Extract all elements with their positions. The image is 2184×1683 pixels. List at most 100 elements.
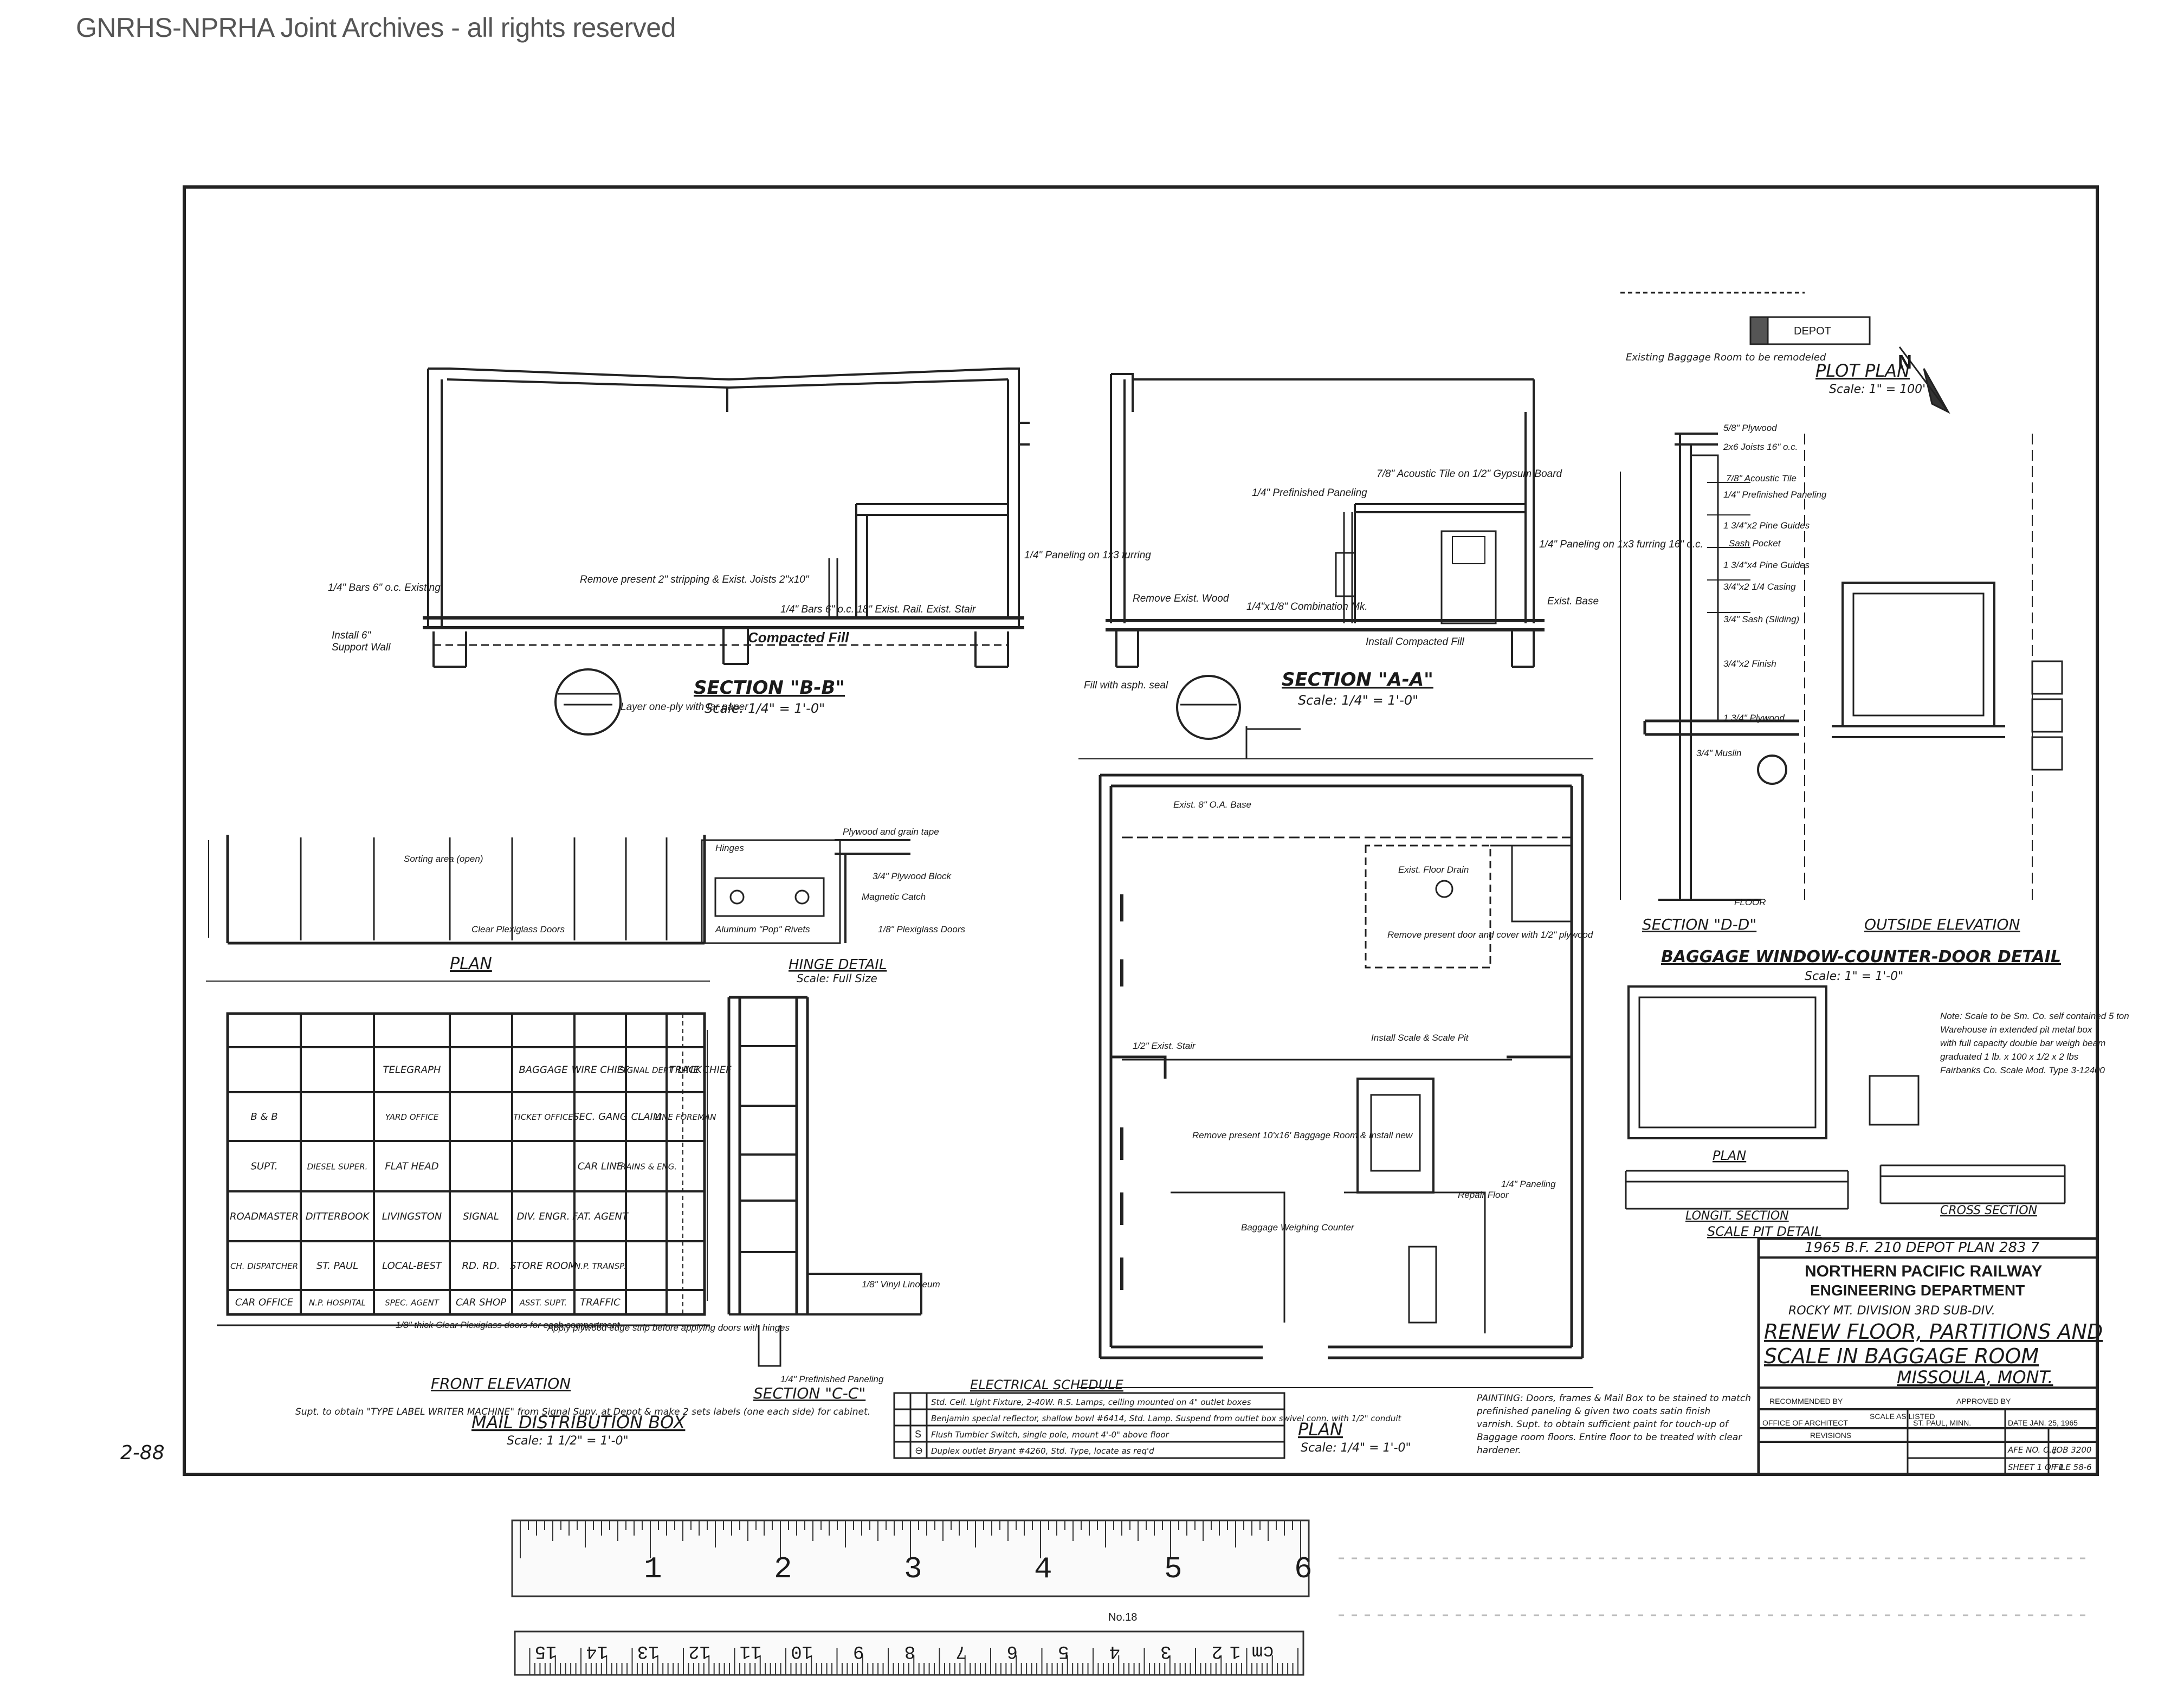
scan-artifact [1339, 1557, 2092, 1616]
svg-text:Note: Scale to be Sm. Co. self: Note: Scale to be Sm. Co. self contained… [1940, 1011, 2129, 1021]
ruler-cm-label: 15 [535, 1641, 557, 1661]
svg-text:Support Wall: Support Wall [332, 642, 391, 653]
ruler-cm-label: 7 [955, 1641, 966, 1661]
svg-text:Remove Exist. Wood: Remove Exist. Wood [1133, 593, 1230, 604]
svg-text:Hinges: Hinges [715, 843, 744, 853]
sheet-number: SHEET 1 OF 1 [2008, 1462, 2064, 1472]
svg-text:Aluminum "Pop" Rivets: Aluminum "Pop" Rivets [715, 924, 810, 934]
mail-cell-label: ROADMASTER [230, 1211, 299, 1222]
svg-text:Remove present door and cover: Remove present door and cover with 1/2" … [1387, 930, 1593, 940]
front-elevation-title: FRONT ELEVATION [431, 1375, 571, 1392]
svg-text:2x6 Joists 16" o.c.: 2x6 Joists 16" o.c. [1723, 442, 1798, 452]
svg-text:3/4"x2 1/4 Casing: 3/4"x2 1/4 Casing [1723, 582, 1796, 592]
mail-cell-label: TICKET OFFICE [513, 1112, 573, 1122]
svg-text:1/4" Prefinished Paneling: 1/4" Prefinished Paneling [1723, 489, 1827, 500]
ruler-cm-label: 11 [740, 1641, 762, 1661]
approved-by: APPROVED BY [1956, 1397, 2011, 1405]
mail-cell-label: LINE CHIEF [677, 1065, 732, 1076]
plot-plan-title: PLOT PLAN [1815, 360, 1910, 381]
mail-cell-label: CAR LINE [578, 1161, 623, 1172]
ruler-cm-label: 8 [904, 1641, 915, 1661]
section-aa-scale: Scale: 1/4" = 1'-0" [1298, 693, 1418, 708]
drawing-location: MISSOULA, MONT. [1897, 1367, 2053, 1388]
supt-note: Supt. to obtain "TYPE LABEL WRITER MACHI… [295, 1407, 870, 1417]
ruler-cm-label: 13 [637, 1641, 660, 1661]
revisions-label: REVISIONS [1810, 1431, 1851, 1440]
svg-text:Plywood and grain tape: Plywood and grain tape [843, 827, 939, 837]
painting-note-line: Baggage room floors. Entire floor to be … [1477, 1432, 1742, 1443]
mail-cell-label: DITTERBOOK [306, 1211, 370, 1222]
electrical-description: Std. Ceil. Light Fixture, 2-40W. R.S. La… [931, 1397, 1251, 1407]
recommended-by: RECOMMENDED BY [1769, 1397, 1843, 1405]
mail-cell-label: TRAINS & ENG. [616, 1162, 677, 1172]
hinge-detail [701, 839, 910, 944]
painting-note-line: hardener. [1477, 1445, 1521, 1456]
cm-ruler-ticks [529, 1648, 1298, 1675]
ruler-cm-label: cm 1 [1230, 1641, 1274, 1661]
svg-text:1/4" Prefinished Paneling: 1/4" Prefinished Paneling [1252, 487, 1367, 499]
svg-text:Install 6": Install 6" [332, 630, 371, 641]
ruler-cm-label: 4 [1109, 1641, 1120, 1661]
svg-text:3/4" Plywood Block: 3/4" Plywood Block [873, 871, 952, 881]
svg-text:3/4"x2 Finish: 3/4"x2 Finish [1723, 659, 1776, 669]
svg-text:Remove present 10'x16' Baggage: Remove present 10'x16' Baggage Room & In… [1192, 1130, 1413, 1140]
mail-cell-label: SIGNAL [463, 1211, 499, 1222]
svg-text:Repair Floor: Repair Floor [1458, 1190, 1509, 1200]
mail-cell-label: CLAIM [631, 1111, 662, 1123]
plot-plan-note: Existing Baggage Room to be remodeled [1626, 352, 1826, 363]
mail-cell-label: SUPT. [250, 1161, 277, 1172]
mail-cell-label: TRAFFIC [580, 1297, 621, 1308]
svg-text:1 3/4"x4 Pine Guides: 1 3/4"x4 Pine Guides [1723, 560, 1810, 570]
mail-box-title: MAIL DISTRIBUTION BOX [471, 1412, 686, 1433]
section-cc-title: SECTION "C-C" [753, 1384, 865, 1402]
mail-cell-label: SPEC. AGENT [385, 1298, 440, 1308]
hinge-detail-title: HINGE DETAIL [789, 957, 887, 973]
svg-text:1/4"x1/8" Combination Mk.: 1/4"x1/8" Combination Mk. [1246, 601, 1368, 612]
svg-text:3/4" Muslin: 3/4" Muslin [1696, 748, 1742, 758]
mail-cell-label: WIRE CHIEF [572, 1065, 629, 1076]
north-arrow-label: N [1898, 351, 1912, 373]
mail-cell-label: ASST. SUPT. [519, 1298, 567, 1308]
svg-text:Exist. 8" O.A. Base: Exist. 8" O.A. Base [1173, 799, 1251, 810]
mail-cell-label: RD. RD. [462, 1260, 500, 1272]
svg-text:7/8" Acoustic Tile on 1/2" Gyp: 7/8" Acoustic Tile on 1/2" Gypsum Board [1377, 468, 1563, 480]
svg-text:5/8" Plywood: 5/8" Plywood [1723, 423, 1777, 433]
svg-text:Warehouse in extended pit meta: Warehouse in extended pit metal box [1940, 1024, 2092, 1035]
svg-text:1 3/4" Plywood: 1 3/4" Plywood [1723, 713, 1785, 723]
office-city: ST. PAUL, MINN. [1913, 1418, 1971, 1427]
main-plan [1078, 726, 1593, 1388]
svg-text:1/4" Prefinished Paneling: 1/4" Prefinished Paneling [780, 1374, 884, 1384]
svg-text:Exist. Floor Drain: Exist. Floor Drain [1398, 865, 1469, 875]
electrical-schedule-title: ELECTRICAL SCHEDULE [970, 1377, 1124, 1392]
svg-text:Install Scale & Scale Pit: Install Scale & Scale Pit [1371, 1033, 1469, 1043]
drawing-title-line1: RENEW FLOOR, PARTITIONS AND [1764, 1320, 2103, 1344]
svg-text:1/4" Paneling on 1x3 furring: 1/4" Paneling on 1x3 furring [1024, 550, 1151, 561]
mail-cell-label: CAR OFFICE [235, 1297, 294, 1308]
mail-cell-label: CAR SHOP [456, 1297, 506, 1308]
svg-text:Fairbanks Co. Scale Mod. Type: Fairbanks Co. Scale Mod. Type 3-12400 [1940, 1065, 2105, 1075]
svg-text:1/8" Plexiglass Doors: 1/8" Plexiglass Doors [878, 924, 965, 934]
electrical-description: Benjamin special reflector, shallow bowl… [931, 1414, 1402, 1423]
painting-note: PAINTING: Doors, frames & Mail Box to be… [1476, 1393, 1751, 1456]
mail-cell-label: DIESEL SUPER. [307, 1162, 368, 1172]
mail-cell-label: YARD OFFICE [385, 1112, 439, 1122]
ruler-inch-label: 3 [904, 1552, 922, 1587]
department-name: ENGINEERING DEPARTMENT [1810, 1282, 2025, 1299]
ruler-cm-label: 3 [1160, 1641, 1171, 1661]
svg-text:1/4" Bars 6" o.c. Existing: 1/4" Bars 6" o.c. Existing [328, 582, 441, 594]
section-bb-scale: Scale: 1/4" = 1'-0" [705, 701, 825, 716]
scale-pit-plan-label: PLAN [1713, 1148, 1746, 1163]
svg-text:1/8" Vinyl Linoleum: 1/8" Vinyl Linoleum [862, 1279, 940, 1289]
archive-watermark: GNRHS-NPRHA Joint Archives - all rights … [76, 12, 676, 43]
svg-text:Sorting area (open): Sorting area (open) [404, 854, 483, 864]
hinge-detail-scale: Scale: Full Size [797, 972, 877, 985]
section-dd-title: SECTION "D-D" [1642, 915, 1756, 933]
ruler-cm-label: 6 [1007, 1641, 1018, 1661]
job-number: JOB 3200 [2052, 1445, 2091, 1455]
mail-cell-label: ST. PAUL [316, 1260, 358, 1272]
